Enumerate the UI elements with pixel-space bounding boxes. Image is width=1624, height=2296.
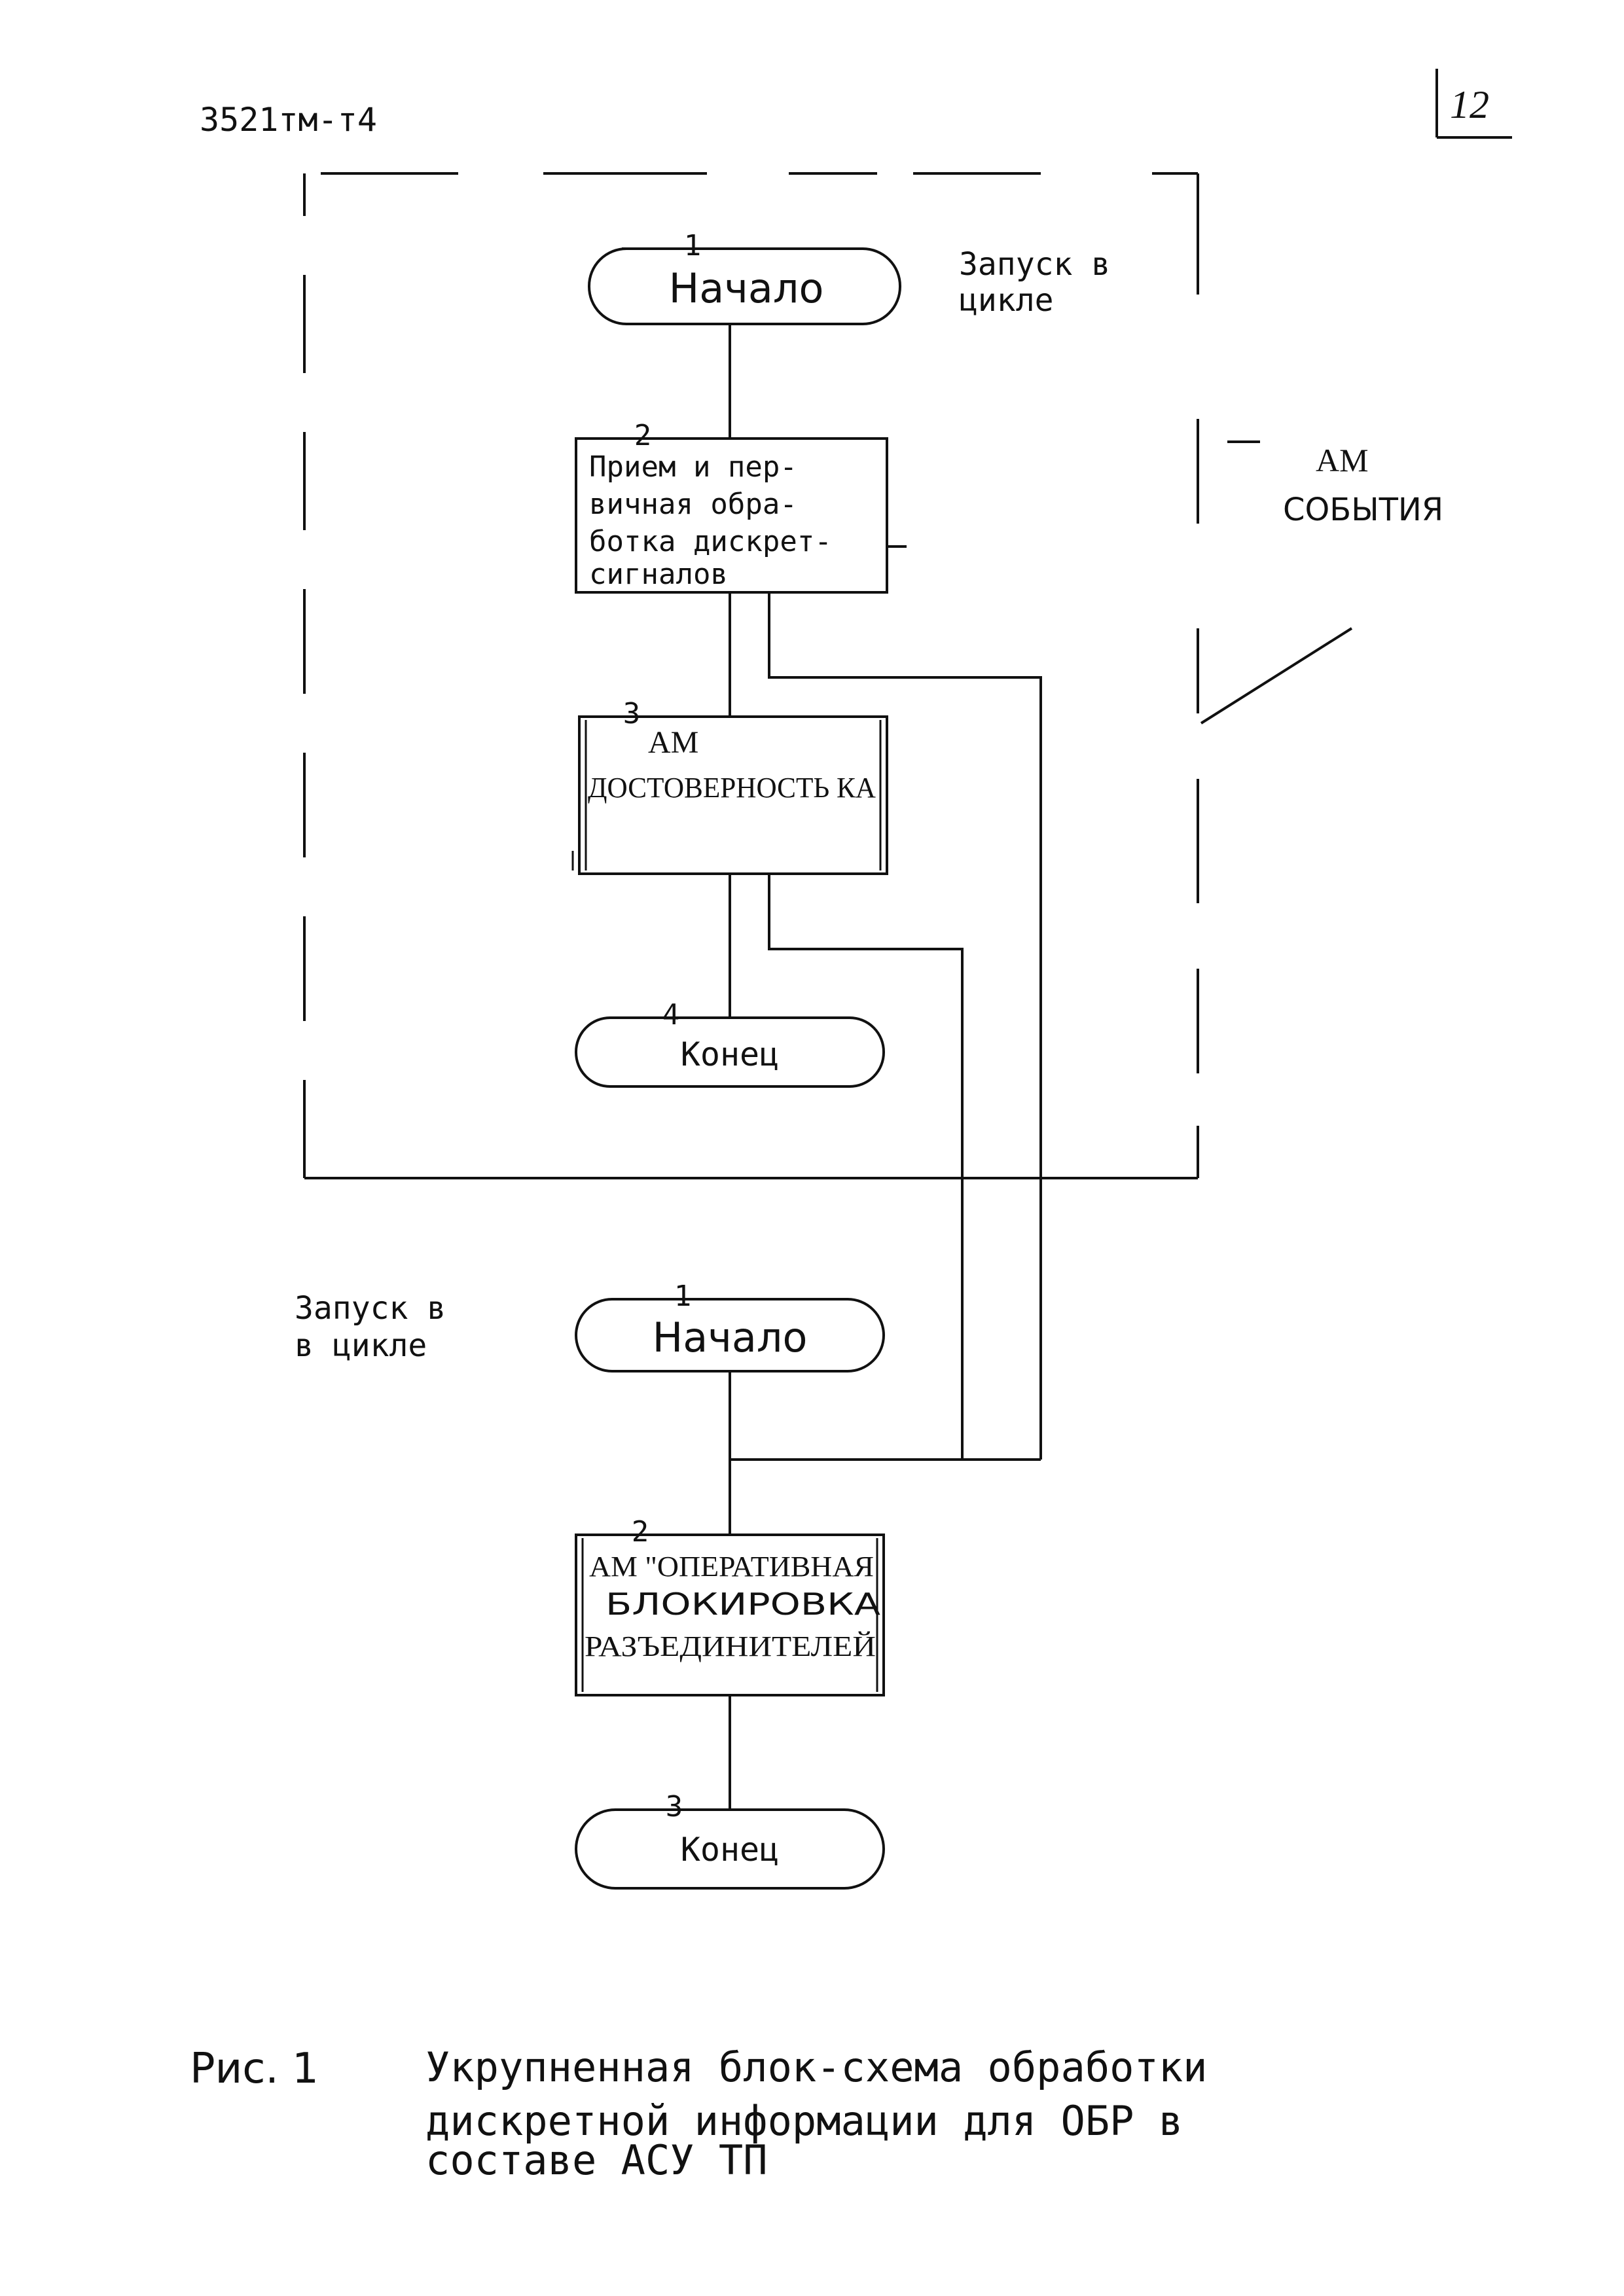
upper-start-number: 1 bbox=[684, 229, 702, 262]
upper-block-2: 2 Прием и пер- вичная обра- ботка дискре… bbox=[575, 419, 907, 594]
page-number-box: 12 bbox=[1435, 69, 1512, 139]
lower-end-terminator: 3 Конец bbox=[575, 1790, 885, 1890]
upper-start-label: Начало bbox=[669, 264, 824, 312]
upper-block-3: 3 АМ ДОСТОВЕРНОСТЬ КА bbox=[571, 697, 888, 875]
page-number: 12 bbox=[1450, 83, 1489, 126]
lower-end-label: Конец bbox=[681, 1831, 780, 1869]
lower-block-2-line3: РАЗЪЕДИНИТЕЛЕЙ bbox=[585, 1630, 876, 1662]
caption-line1: Укрупненная блок-схема обработки bbox=[425, 2043, 1207, 2091]
subsystem-label-line1: АМ bbox=[1316, 442, 1369, 478]
lower-end-number: 3 bbox=[666, 1790, 683, 1823]
lower-block-2-line1: АМ "ОПЕРАТИВНАЯ bbox=[589, 1551, 874, 1583]
lower-block-2-number: 2 bbox=[632, 1515, 649, 1549]
document-code: 3521тм-т4 bbox=[200, 101, 377, 139]
figure-caption: Рис. 1 Укрупненная блок-схема обработки … bbox=[190, 2043, 1207, 2184]
upper-end-terminator: 4 Конец bbox=[575, 998, 885, 1088]
lower-start-note-line2: в цикле bbox=[295, 1327, 427, 1364]
upper-block-2-number: 2 bbox=[634, 419, 652, 452]
lower-start-number: 1 bbox=[674, 1280, 692, 1313]
upper-block-3-line2: ДОСТОВЕРНОСТЬ КА bbox=[588, 772, 876, 804]
lower-block-2-line2: БЛОКИРОВКА bbox=[605, 1587, 881, 1622]
subsystem-label: АМ СОБЫТИЯ bbox=[1200, 440, 1443, 725]
subsystem-leader-line bbox=[1200, 627, 1353, 725]
upper-block-2-line2: вичная обра- bbox=[589, 488, 797, 521]
lower-connectors bbox=[729, 1371, 1041, 1810]
upper-end-number: 4 bbox=[662, 998, 680, 1031]
lower-start-note: Запуск в в цикле bbox=[295, 1290, 446, 1364]
upper-end-label: Конец bbox=[681, 1035, 780, 1073]
upper-block-3-line1: АМ bbox=[648, 725, 698, 760]
lower-start-terminator: 1 Начало bbox=[575, 1280, 885, 1372]
caption-line2: дискретной информации для ОБР в bbox=[425, 2097, 1183, 2145]
caption-figure-label: Рис. 1 bbox=[190, 2045, 319, 2093]
upper-block-2-line1: Прием и пер- bbox=[589, 450, 797, 484]
subsystem-label-line2: СОБЫТИЯ bbox=[1283, 492, 1443, 528]
lower-block-2: 2 АМ "ОПЕРАТИВНАЯ БЛОКИРОВКА РАЗЪЕДИНИТЕ… bbox=[575, 1515, 885, 1696]
upper-block-2-line4: сигналов bbox=[589, 558, 728, 591]
upper-block-3-number: 3 bbox=[623, 697, 641, 730]
upper-start-terminator: 1 Начало bbox=[588, 229, 901, 325]
upper-start-note-line1: Запуск в bbox=[959, 246, 1110, 283]
upper-start-note: Запуск в цикле bbox=[959, 246, 1110, 319]
subsystem-boundary bbox=[303, 172, 1199, 1179]
upper-block-2-line3: ботка дискрет- bbox=[589, 525, 832, 558]
upper-connectors bbox=[729, 324, 1042, 1460]
lower-start-label: Начало bbox=[653, 1314, 808, 1361]
upper-start-note-line2: цикле bbox=[959, 282, 1054, 319]
caption-line3: составе АСУ ТП bbox=[425, 2136, 768, 2184]
lower-start-note-line1: Запуск в bbox=[295, 1290, 446, 1327]
